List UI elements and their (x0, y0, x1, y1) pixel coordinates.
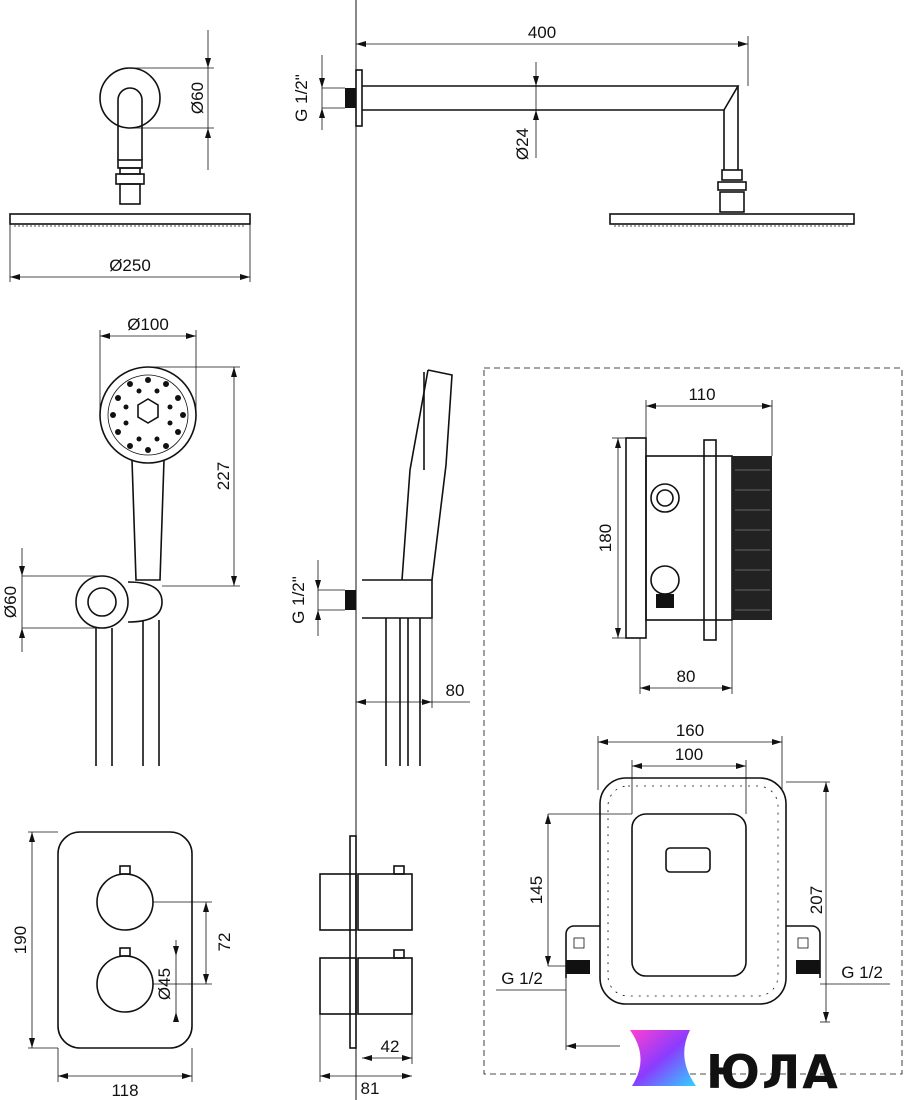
box-height-label: 180 (596, 524, 615, 552)
frame-height-outer-label: 207 (807, 886, 826, 914)
knob-spacing-label: 72 (215, 933, 234, 952)
hand-shower-front-view: Ø100 227 Ø60 (1, 315, 240, 766)
frame-inner-label: 100 (675, 745, 703, 764)
concealed-box-side-view: 110 180 80 (596, 385, 773, 694)
mixer-side-view: 42 81 (319, 835, 413, 1098)
logo-text: ЮЛА (706, 1045, 840, 1099)
arm-flange-dia-label: Ø60 (188, 82, 207, 114)
holder-dia-label: Ø60 (1, 586, 20, 618)
concealed-box-frame (483, 367, 903, 1075)
arm-pipe-dia-label: Ø24 (513, 128, 532, 160)
holder-depth-label: 80 (446, 681, 465, 700)
holder-thread-label: G 1/2" (289, 576, 308, 624)
knob-dia-label: Ø45 (155, 968, 174, 1000)
plate-height-label: 190 (11, 926, 30, 954)
concealed-box-front-view: 160 100 145 207 G 1/2 G 1/2 (496, 721, 890, 1050)
hand-shower-side-view: G 1/2" 80 (289, 369, 470, 766)
box-width-bottom-label: 80 (677, 667, 696, 686)
arm-thread-label: G 1/2" (292, 74, 311, 122)
rain-shower-side-view: 400 G 1/2" Ø24 (292, 23, 855, 227)
rain-shower-front-view: Ø60 Ø250 (9, 30, 251, 282)
frame-outer-label: 160 (676, 721, 704, 740)
logo-mark-icon (630, 1030, 696, 1086)
yula-logo: ЮЛА (630, 1030, 840, 1099)
arm-length-label: 400 (528, 23, 556, 42)
hand-head-dia-label: Ø100 (127, 315, 169, 334)
hand-length-label: 227 (214, 462, 233, 490)
mixer-plate-front-view: 190 72 Ø45 118 (11, 831, 234, 1100)
box-width-top-label: 110 (688, 385, 715, 404)
inlet-left-label: G 1/2 (501, 969, 543, 988)
frame-height-inner-label: 145 (527, 876, 546, 904)
plate-width-label: 118 (111, 1081, 138, 1100)
inlet-right-label: G 1/2 (841, 963, 883, 982)
valve-total-label: 81 (361, 1079, 380, 1098)
head-dia-label: Ø250 (109, 256, 151, 275)
valve-projection-label: 42 (381, 1037, 400, 1056)
